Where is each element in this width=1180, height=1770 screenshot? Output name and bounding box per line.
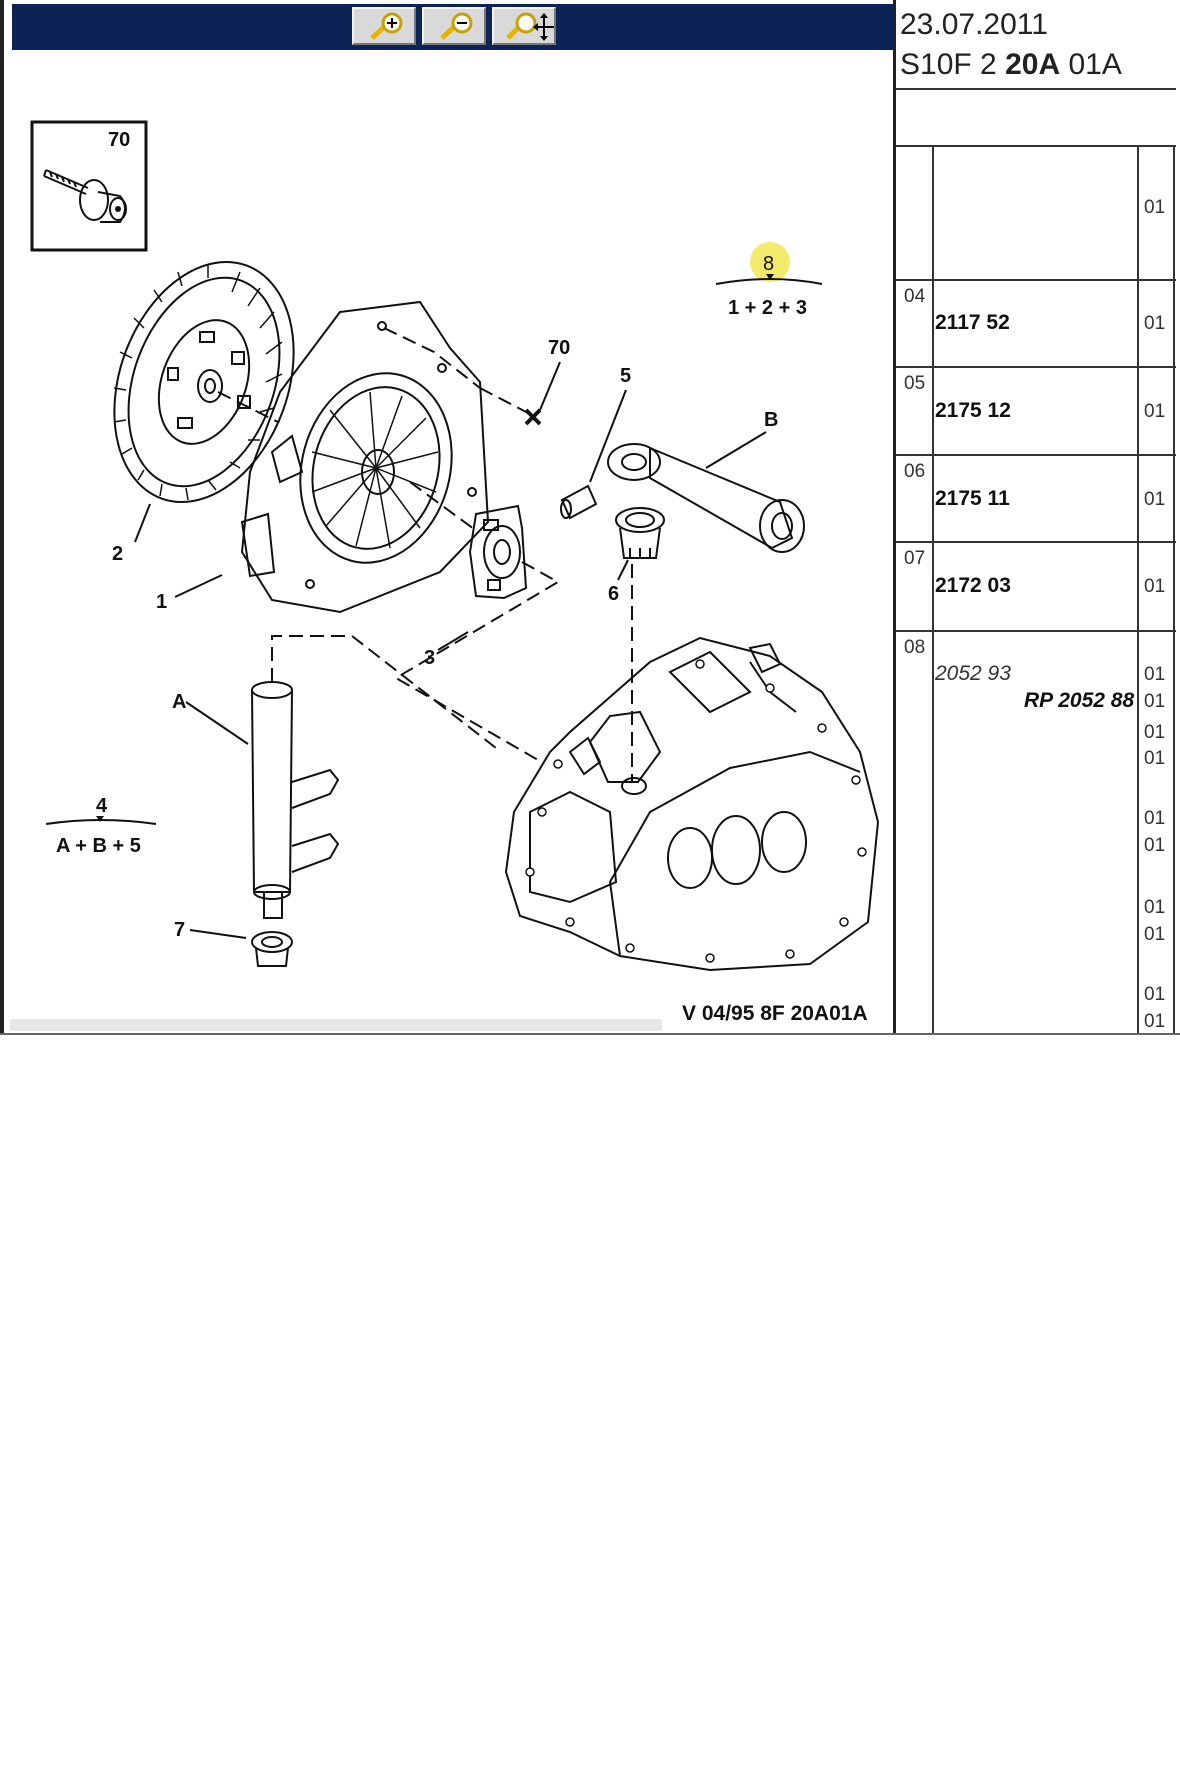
clutch-disc bbox=[113, 260, 295, 504]
row-qty: 01 bbox=[1144, 897, 1166, 918]
callout-5: 5 bbox=[620, 365, 631, 387]
callout-1: 1 bbox=[156, 591, 167, 613]
pan-zoom-button[interactable] bbox=[492, 7, 556, 45]
release-bearing bbox=[468, 504, 528, 600]
column-divider bbox=[1173, 145, 1175, 1034]
divider bbox=[896, 88, 1176, 90]
row-qty: 01 bbox=[1144, 835, 1166, 856]
catalog-reference: S10F 2 20A 01A bbox=[900, 48, 1122, 82]
row-qty: 01 bbox=[1144, 748, 1166, 769]
magnifier-minus-icon bbox=[440, 12, 473, 40]
callout-6: 6 bbox=[608, 583, 619, 605]
gearbox-housing bbox=[504, 636, 880, 972]
part-number[interactable]: 2175 11 bbox=[935, 487, 1010, 510]
viewer-toolbar bbox=[12, 4, 894, 50]
row-divider bbox=[896, 366, 1176, 368]
kit-8-label: 8 1 + 2 + 3 bbox=[715, 242, 823, 319]
bottom-border bbox=[0, 1033, 1180, 1035]
callout-70: 70 bbox=[548, 337, 570, 359]
parts-list-panel: 23.07.2011 S10F 2 20A 01A 01 04 2117 52 … bbox=[896, 0, 1180, 1034]
pressure-plate bbox=[240, 300, 490, 614]
column-divider bbox=[932, 145, 934, 1034]
row-index: 08 bbox=[904, 637, 926, 658]
row-qty: 01 bbox=[1144, 691, 1166, 712]
callout-7: 7 bbox=[174, 919, 185, 941]
ref-bold: 20A bbox=[1005, 48, 1061, 81]
magnifier-pan-icon bbox=[506, 12, 554, 41]
row-index: 07 bbox=[904, 548, 926, 569]
callout-b: B bbox=[764, 409, 778, 431]
part-number[interactable]: 2175 12 bbox=[935, 399, 1011, 422]
row-qty: 01 bbox=[1144, 924, 1166, 945]
callout-8: 8 bbox=[763, 253, 774, 275]
divider bbox=[896, 145, 1176, 147]
pin-part bbox=[560, 484, 598, 520]
kit-4-label: 4 A + B + 5 bbox=[45, 795, 157, 857]
release-fork bbox=[607, 443, 805, 553]
row-qty: 01 bbox=[1144, 722, 1166, 743]
part-number[interactable]: 2117 52 bbox=[935, 311, 1010, 334]
zoom-out-button[interactable] bbox=[422, 7, 486, 45]
row-qty: 01 bbox=[1144, 984, 1166, 1005]
row-divider bbox=[896, 279, 1176, 281]
column-divider bbox=[1137, 145, 1139, 1034]
row-divider bbox=[896, 541, 1176, 543]
row-divider bbox=[896, 454, 1176, 456]
replacement-part-number[interactable]: RP 2052 88 bbox=[1024, 689, 1135, 712]
catalog-date: 23.07.2011 bbox=[900, 8, 1048, 41]
magnifier-plus-icon bbox=[370, 12, 403, 40]
row-qty: 01 bbox=[1144, 1011, 1166, 1032]
kit-8-contents: 1 + 2 + 3 bbox=[728, 297, 807, 319]
zoom-in-button[interactable] bbox=[352, 7, 416, 45]
callout-70-box: 70 bbox=[108, 129, 130, 151]
shaft-bush bbox=[251, 931, 293, 967]
row-qty: 01 bbox=[1144, 808, 1166, 829]
ref-suffix: 01A bbox=[1068, 48, 1122, 81]
callout-2: 2 bbox=[112, 543, 123, 565]
row-index: 05 bbox=[904, 373, 926, 394]
bolt-icon bbox=[43, 169, 127, 223]
row-qty: 01 bbox=[1144, 489, 1166, 510]
exploded-parts-drawing: 70 bbox=[30, 120, 880, 972]
row-index: 04 bbox=[904, 286, 926, 307]
callout-4: 4 bbox=[96, 795, 108, 817]
kit-4-contents: A + B + 5 bbox=[56, 835, 141, 857]
ref-prefix: S10F 2 bbox=[900, 48, 997, 81]
row-index: 06 bbox=[904, 461, 926, 482]
row-qty: 01 bbox=[1144, 664, 1166, 685]
row-qty: 01 bbox=[1144, 313, 1166, 334]
fork-shaft bbox=[251, 681, 340, 919]
part-number[interactable]: 2172 03 bbox=[935, 574, 1011, 597]
diagram-viewer: 70 bbox=[0, 0, 896, 1034]
header-qty: 01 bbox=[1144, 197, 1166, 218]
horizontal-scrollbar[interactable] bbox=[10, 1019, 662, 1031]
highlight-marker bbox=[750, 242, 790, 282]
row-divider bbox=[896, 630, 1176, 632]
row-qty: 01 bbox=[1144, 576, 1166, 597]
bolt-detail-box: 70 bbox=[30, 120, 148, 252]
row-qty: 01 bbox=[1144, 401, 1166, 422]
diagram-code: V 04/95 8F 20A01A bbox=[682, 1002, 868, 1025]
callout-a: A bbox=[172, 691, 186, 713]
part-number-superseded[interactable]: 2052 93 bbox=[935, 662, 1011, 685]
fork-bush bbox=[615, 507, 665, 559]
